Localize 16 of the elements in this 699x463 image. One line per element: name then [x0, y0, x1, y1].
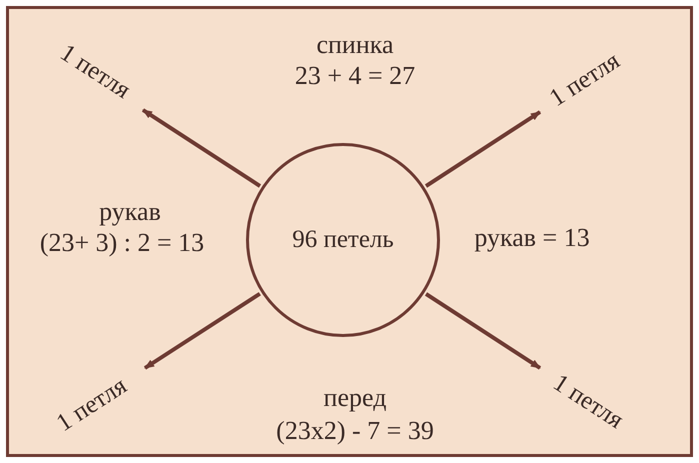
text-label: перед	[324, 383, 386, 413]
text-label: 23 + 4 = 27	[294, 61, 416, 91]
stitch-count-circle: 96 петель	[246, 143, 440, 337]
stitch-label: 1 петля	[544, 47, 626, 113]
arrow	[144, 292, 261, 370]
text-label: (23+ 3) : 2 = 13	[40, 228, 204, 258]
stitch-label: 1 петля	[54, 39, 136, 105]
arrow	[424, 292, 542, 370]
text-label: (23x2) - 7 = 39	[276, 416, 434, 446]
text-label: спинка	[316, 30, 394, 60]
stitch-label: 1 петля	[548, 369, 628, 435]
text-label: рукав = 13	[474, 223, 590, 253]
arrow	[424, 110, 542, 188]
text-label: рукав	[99, 197, 161, 227]
arrow	[142, 108, 262, 188]
stitch-label: 1 петля	[52, 372, 132, 438]
